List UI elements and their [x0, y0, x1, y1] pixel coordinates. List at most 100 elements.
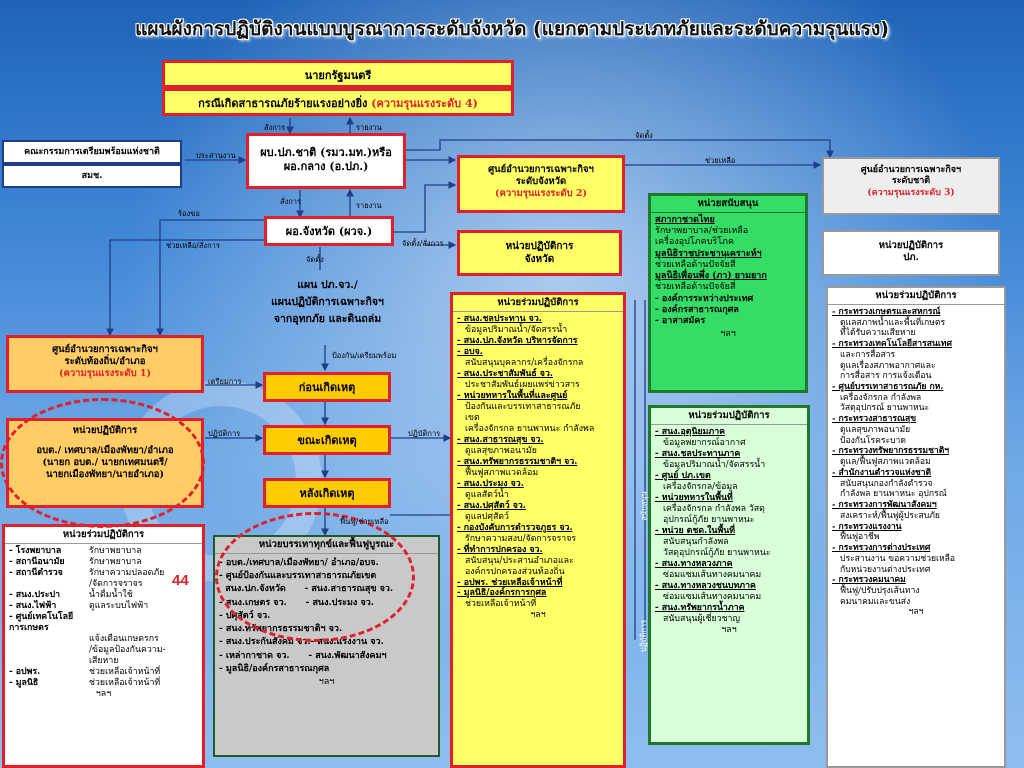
- joint-mid-item: รักษาความสงบ/จัดการจราจร: [465, 533, 577, 544]
- joint-left-unit: [9, 656, 89, 667]
- joint-left-unit: - สนง.ไฟฟ้า: [9, 600, 57, 611]
- joint-far-item: - กระทรวงสาธารณสุข: [832, 414, 917, 425]
- joint-far-item: สนับสนุนกองกำลังตำรวจ: [840, 478, 933, 489]
- joint-right-item: สนับสนุนกำลังพล: [663, 536, 729, 547]
- national-center-level: (ความรุนแรงระดับ 3): [867, 187, 955, 198]
- label-request: ร้องขอ: [178, 209, 200, 218]
- joint-left-row: - มูลนิธิ ช่วยเหลือเจ้าหน้าที่: [9, 678, 198, 689]
- support-item: มูลนิธิราชประชานุเคราะห์ฯ: [655, 248, 762, 259]
- local-center-line2: ระดับท้องถิ่น/อำเภอ: [64, 355, 146, 367]
- recovery-etc: ฯลฯ: [318, 677, 335, 688]
- joint-right-item: - สนง.ทรัพยากรน้ำภาค: [655, 602, 745, 613]
- joint-left-row: /จัดการจราจร: [9, 579, 198, 590]
- highlight-ellipse-center: [215, 512, 415, 642]
- joint-far-item: การสื่อสาร การแจ้งเตือน: [840, 371, 932, 382]
- local-center-level: (ความรุนแรงระดับ 1): [58, 367, 152, 379]
- label-report1: รายงาน: [356, 123, 382, 132]
- provincial-center-level: (ความรุนแรงระดับ 2): [494, 187, 588, 199]
- joint-mid-item: - มูลนิธิ/องค์กรการกุศล: [457, 588, 547, 599]
- provincial-command-label: ผอ.จังหวัด (ผวจ.): [285, 225, 373, 238]
- joint-right-item: - สนง.ทางหลวงชนบทภาค: [655, 580, 756, 591]
- nsc-label: สมช.: [81, 171, 103, 181]
- joint-right-item: อุปกรณ์กู้ภัย ยานพาหนะ: [663, 514, 755, 525]
- joint-mid-item: ดูแลสัตว์น้ำ: [465, 489, 509, 500]
- joint-left-duty: รักษาพยาบาล: [89, 556, 142, 567]
- support-item: มูลนิธิเพื่อนพึ่ง (ภา) ยามยาก: [655, 271, 767, 282]
- joint-right-etc: ฯลฯ: [721, 624, 737, 635]
- joint-mid-item: เครื่องจักรกล ยานพาหนะ กำลังพล: [465, 423, 595, 434]
- joint-far-item: - กระทรวงเทคโนโลยีสารสนเทศ: [832, 339, 952, 350]
- pm-box: นายกรัฐมนตรี: [162, 60, 514, 88]
- phase-after-label: หลังเกิดเหตุ: [299, 487, 355, 500]
- joint-left-unit: - ศูนย์เทคโนโลยีการเกษตร: [9, 611, 74, 633]
- joint-left-duty: ช่วยเหลือเจ้าหน้าที่: [89, 677, 161, 688]
- phase-during-label: ขณะเกิดเหตุ: [297, 434, 357, 447]
- joint-mid-item: - สนง.ประชาสัมพันธ์ จว.: [457, 368, 553, 379]
- joint-left-unit: - มูลนิธิ: [9, 677, 39, 688]
- joint-far-item: ดูแลสภาพน้ำและพื้นที่เกษตร: [840, 317, 946, 328]
- joint-right-item: - สนง.อุตุนิยมภาค: [655, 426, 726, 437]
- phase-after: หลังเกิดเหตุ: [263, 478, 391, 508]
- joint-mid-item: สนับสนุน/ประสานอำเภอและ: [465, 555, 574, 566]
- joint-left-box: หน่วยร่วมปฏิบัติการ - โรงพยาบาลรักษาพยาบ…: [2, 524, 205, 768]
- joint-far-item: ดูแลสุขภาพอนามัย: [840, 424, 911, 435]
- support-head: หน่วยสนับสนุน: [651, 196, 805, 213]
- provincial-center-line2: ระดับจังหวัด: [515, 175, 567, 187]
- joint-far-etc: ฯลฯ: [908, 607, 924, 618]
- phase-before-label: ก่อนเกิดเหตุ: [298, 381, 356, 394]
- national-center-line1: ศูนย์อำนวยการเฉพาะกิจฯ: [860, 165, 962, 175]
- joint-right-item: เครื่องจักรกล/ข้อมูล: [663, 481, 738, 492]
- joint-left-unit: [9, 645, 89, 656]
- joint-far-head: หน่วยร่วมปฏิบัติการ: [828, 288, 1004, 305]
- joint-mid-item: - สนง.ทรัพยากรธรรมชาติฯ จว.: [457, 456, 578, 467]
- joint-mid-item: - อปพร. ช่วยเหลือเจ้าหน้าที่: [457, 577, 563, 588]
- support-item: เครื่องอุปโภคบริโภค: [655, 237, 734, 248]
- label-establish2: จัดตั้ง: [306, 255, 324, 264]
- national-ops-line2: ปภ.: [903, 251, 919, 263]
- joint-left-unit: [9, 579, 89, 590]
- joint-left-row: /ข้อมูลป้องกันความ-: [9, 645, 198, 656]
- joint-far-item: - กระทรวงแรงงาน: [832, 521, 902, 532]
- page-title: แผนผังการปฏิบัติงานแบบบูรณาการระดับจังหว…: [135, 18, 889, 40]
- label-operate1: ปฏิบัติการ: [208, 429, 241, 438]
- phase-before: ก่อนเกิดเหตุ: [263, 372, 391, 402]
- joint-right-box: หน่วยร่วมปฏิบัติการ - สนง.อุตุนิยมภาคข้อ…: [648, 405, 810, 745]
- joint-mid-item: ข้อมูลปริมาณน้ำ/จัดสรรน้ำ: [465, 324, 568, 335]
- support-item: รักษาพยาบาล/ช่วยเหลือ: [655, 226, 749, 237]
- joint-far-item: - สำนักงานตำรวจแห่งชาติ: [832, 467, 932, 478]
- national-center-box: ศูนย์อำนวยการเฉพาะกิจฯ ระดับชาติ (ความรุ…: [822, 157, 1000, 215]
- joint-left-row: - สนง.ไฟฟ้าดูแลระบบไฟฟ้า: [9, 601, 198, 612]
- joint-far-item: - กระทรวงเกษตรและสหกรณ์: [832, 306, 941, 317]
- label-establish: จัดตั้ง: [635, 131, 653, 140]
- joint-far-item: ดูแลเรื่องสภาพอากาศและ: [840, 360, 936, 371]
- joint-mid-item: ฟื้นฟูสภาพแวดล้อม: [465, 467, 539, 478]
- joint-far-item: สงเคราะห์/ฟื้นฟูผู้ประสบภัย: [840, 510, 940, 521]
- provincial-ops-line1: หน่วยปฏิบัติการ: [505, 241, 574, 252]
- label-report2: รายงาน: [356, 201, 382, 210]
- joint-mid-item: - สนง.ปศุสัตว์ จว.: [457, 500, 526, 511]
- joint-mid-item: ช่วยเหลือเจ้าหน้าที่: [465, 599, 537, 610]
- label-operate2: ปฏิบัติการ: [408, 429, 441, 438]
- joint-far-item: ฟื้นฟู/ปรับปรุงเส้นทาง: [840, 585, 920, 596]
- joint-right-item: ซ่อมแซมเส้นทางคมนาคม: [663, 569, 762, 580]
- support-item: สภากาชาดไทย: [655, 214, 715, 225]
- joint-left-row: - ศูนย์เทคโนโลยีการเกษตร: [9, 612, 198, 634]
- joint-left-unit: - โรงพยาบาล: [9, 545, 62, 556]
- highlight-ellipse-left: [0, 398, 205, 528]
- joint-left-duty: แจ้งเตือนเกษตรกร: [89, 633, 159, 644]
- provincial-center-box: ศูนย์อำนวยการเฉพาะกิจฯ ระดับจังหวัด (ควา…: [457, 155, 625, 213]
- local-center-box: ศูนย์อำนวยการเฉพาะกิจฯ ระดับท้องถิ่น/อำเ…: [6, 335, 204, 393]
- national-command-line2: ผอ.กลาง (อ.ปภ.): [283, 159, 369, 173]
- page-number: 44: [172, 572, 189, 589]
- provincial-command-box: ผอ.จังหวัด (ผวจ.): [264, 216, 394, 246]
- phase-during: ขณะเกิดเหตุ: [263, 425, 391, 455]
- joint-left-list: - โรงพยาบาลรักษาพยาบาล- สถานีอนามัยรักษา…: [5, 544, 202, 702]
- joint-far-item: ฟื้นฟูอาชีพ: [840, 532, 880, 543]
- joint-mid-item: เขต: [465, 412, 480, 423]
- label-restore: ฟื้นฟู/ช่วยเหลือ: [340, 517, 389, 526]
- nsc-box: สมช.: [2, 164, 182, 188]
- national-ops-box: หน่วยปฏิบัติการ ปภ.: [822, 230, 1000, 276]
- joint-left-unit: [9, 634, 89, 645]
- joint-mid-head: หน่วยร่วมปฏิบัติการ: [453, 295, 623, 312]
